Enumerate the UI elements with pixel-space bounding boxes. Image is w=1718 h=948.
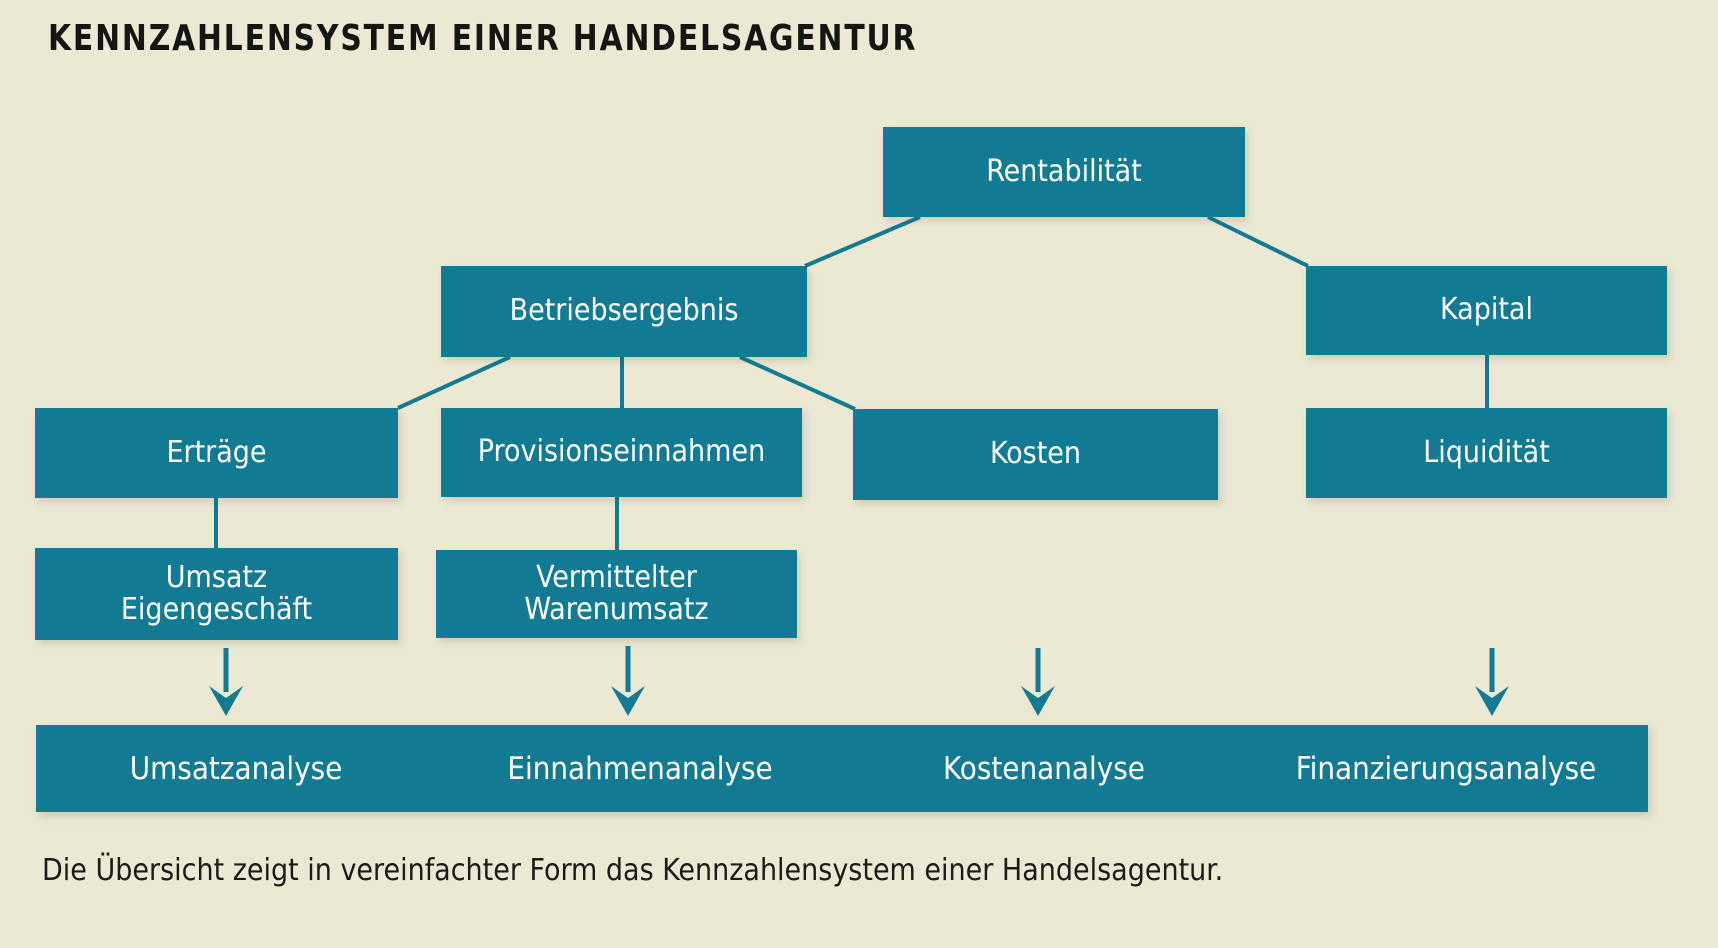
node-betriebsergebnis[interactable]: Betriebsergebnis <box>441 266 807 357</box>
node-liquiditaet[interactable]: Liquidität <box>1306 408 1667 498</box>
analysis-item-umsatzanalyse[interactable]: Umsatzanalyse <box>129 750 343 787</box>
node-vermittelter-warenumsatz[interactable]: Vermittelter Warenumsatz <box>436 550 797 638</box>
arrow-finanzierungsanalyse <box>1475 648 1509 716</box>
node-kapital[interactable]: Kapital <box>1306 266 1667 355</box>
node-kosten[interactable]: Kosten <box>853 409 1218 500</box>
edge-rentabilitaet-betriebsergebnis <box>804 215 921 268</box>
analysis-item-finanzierungsanalyse[interactable]: Finanzierungsanalyse <box>1295 750 1597 787</box>
node-provisionseinnahmen[interactable]: Provisionseinnahmen <box>441 408 802 497</box>
edge-betriebsergebnis-ertraege <box>397 355 511 410</box>
arrow-einnahmenanalyse <box>611 646 645 716</box>
page-title: KENNZAHLENSYSTEM EINER HANDELSAGENTUR <box>48 18 918 59</box>
analysis-bar: Umsatzanalyse Einnahmenanalyse Kostenana… <box>36 725 1648 812</box>
arrow-umsatzanalyse <box>209 648 243 716</box>
node-rentabilitaet[interactable]: Rentabilität <box>883 127 1245 217</box>
analysis-item-kostenanalyse[interactable]: Kostenanalyse <box>943 750 1145 787</box>
edge-betriebsergebnis-kosten <box>739 355 856 411</box>
node-umsatz-eigengeschaeft[interactable]: Umsatz Eigengeschäft <box>35 548 398 640</box>
node-ertraege[interactable]: Erträge <box>35 408 398 498</box>
analysis-item-einnahmenanalyse[interactable]: Einnahmenanalyse <box>507 750 773 787</box>
arrow-kostenanalyse <box>1021 648 1055 716</box>
edge-rentabilitaet-kapital <box>1207 215 1309 268</box>
diagram-caption: Die Übersicht zeigt in vereinfachter For… <box>42 853 1224 888</box>
